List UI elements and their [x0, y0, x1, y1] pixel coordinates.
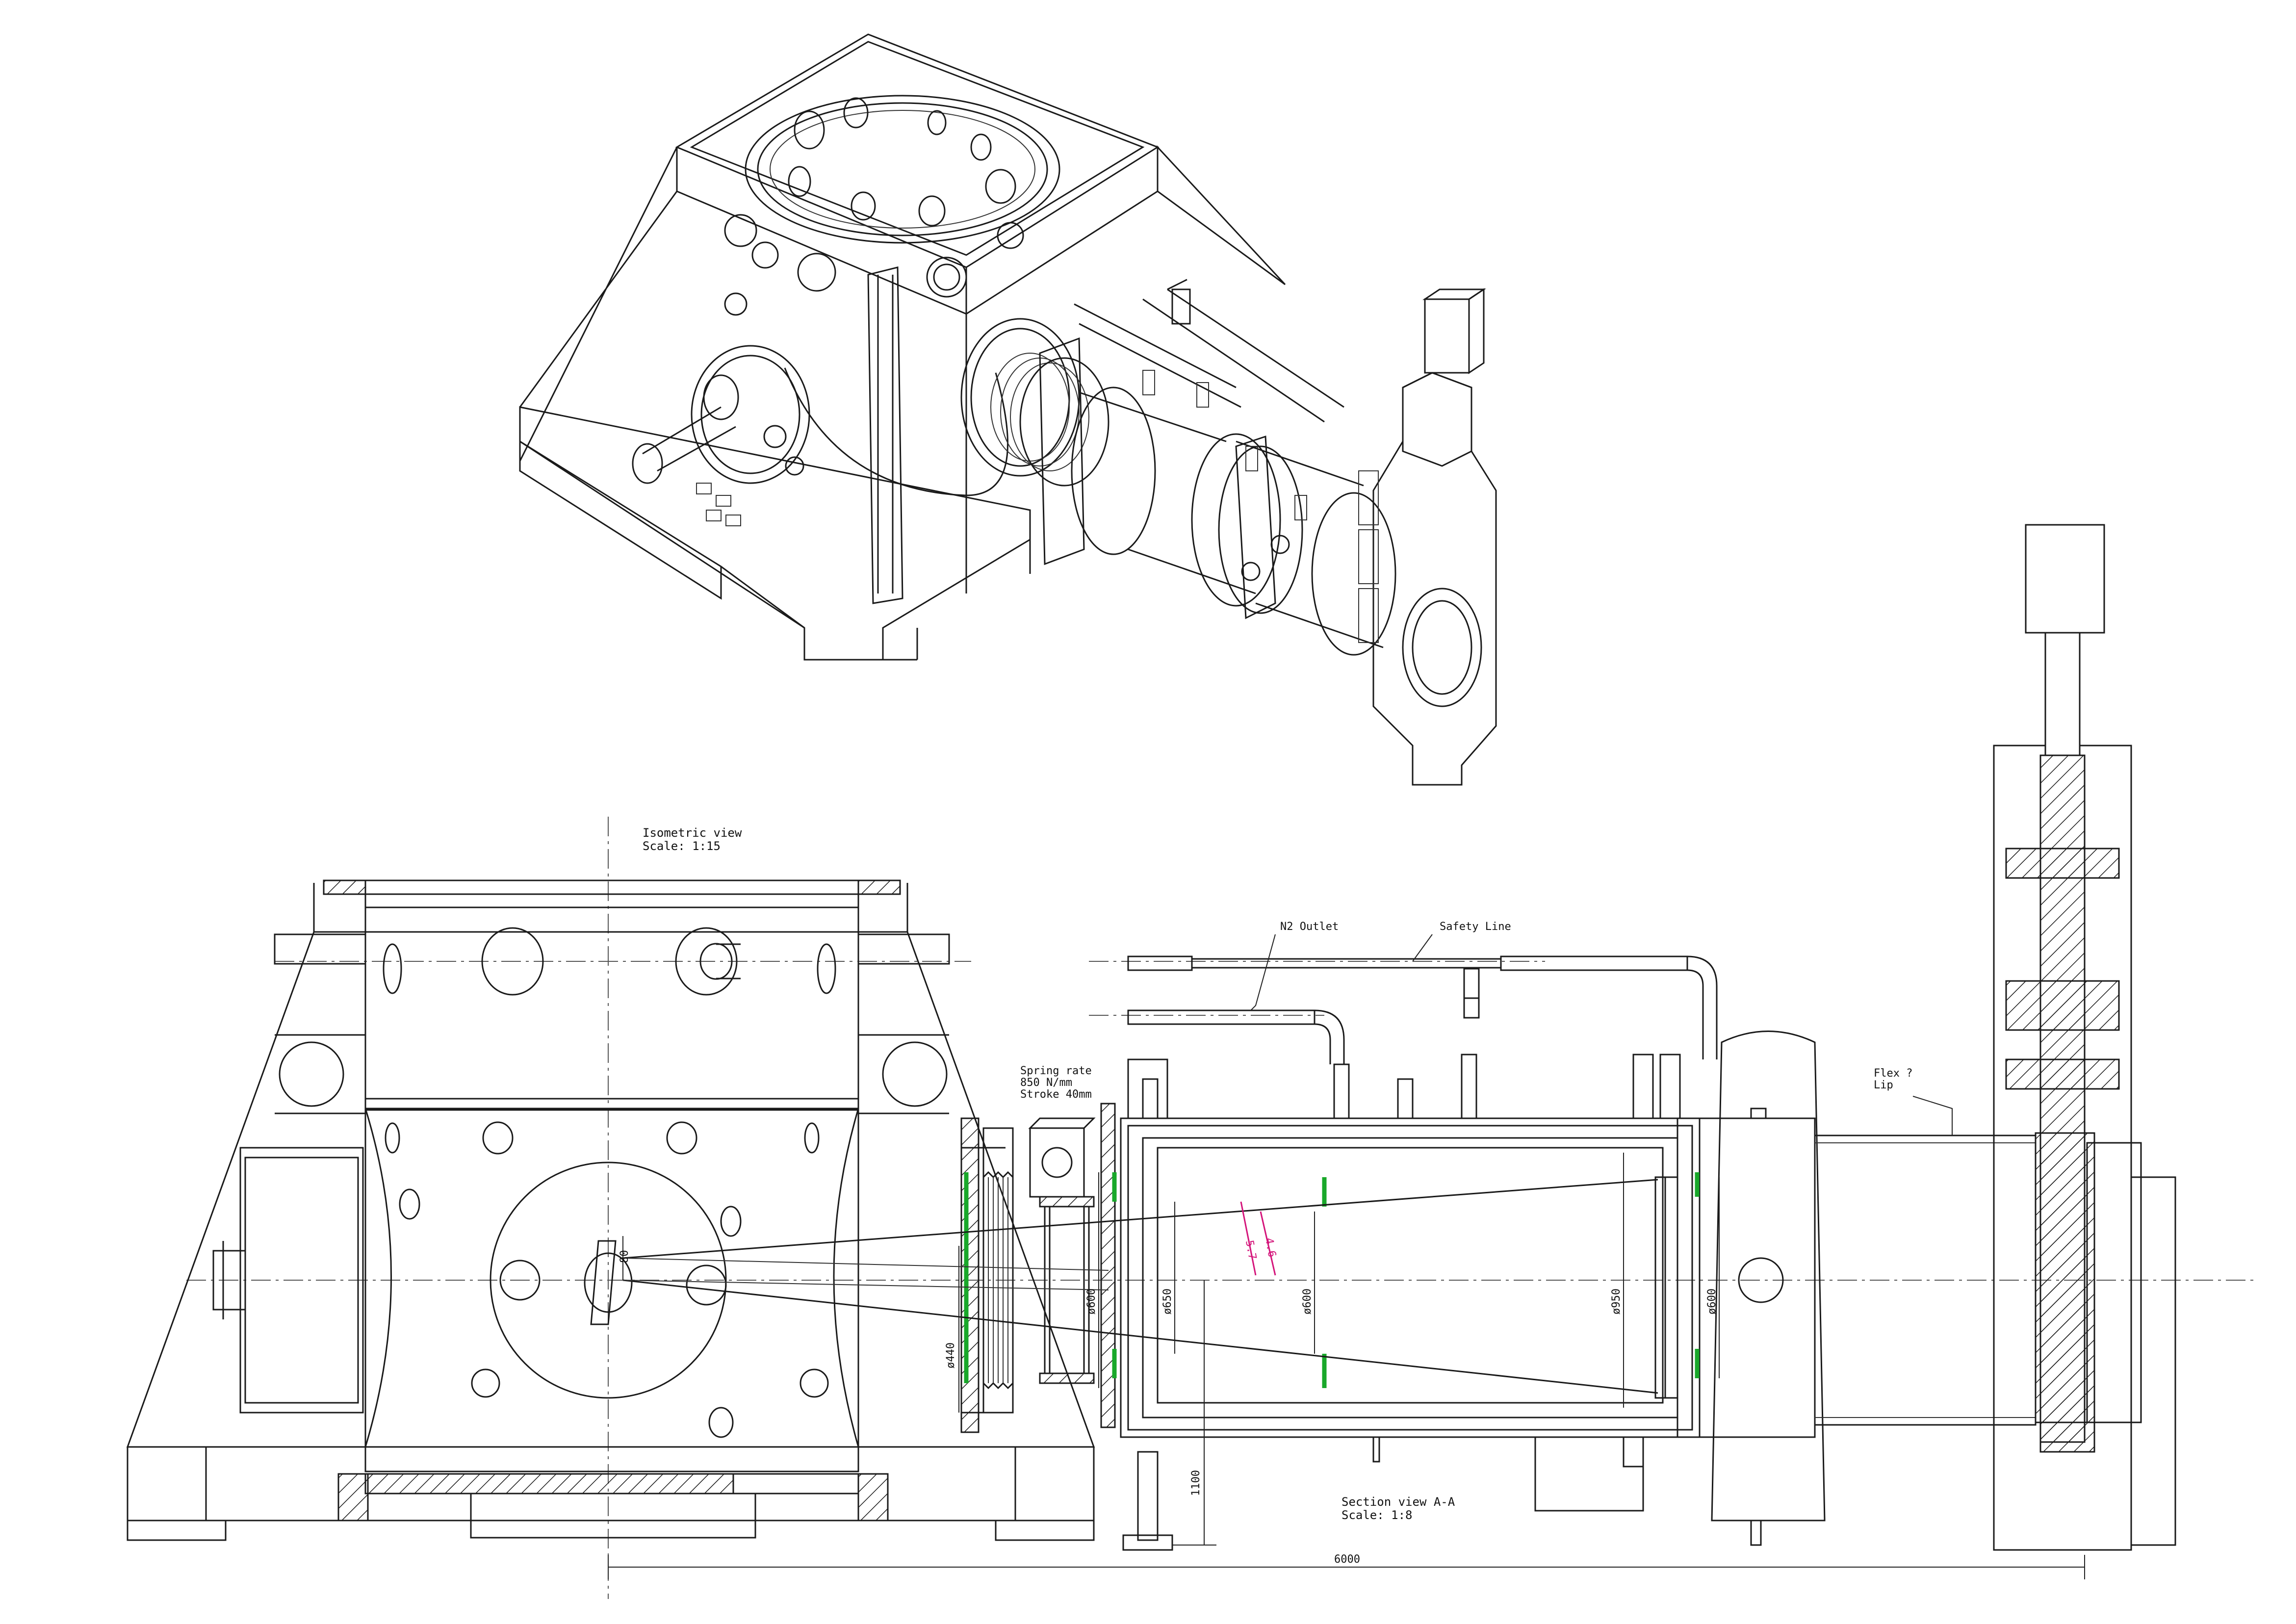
- dim-d600-left: ø600: [1085, 1289, 1098, 1315]
- section-view: [126, 524, 2256, 1599]
- dim-d600-mid: ø600: [1301, 1289, 1314, 1315]
- angle-5-7: 5.7: [1243, 1239, 1259, 1261]
- angle-4-6: 4.6: [1263, 1237, 1278, 1258]
- dim-6000: 6000: [1334, 1553, 1360, 1566]
- section-view-scale: Scale: 1:8: [1341, 1508, 1413, 1522]
- dim-d440: ø440: [945, 1342, 957, 1368]
- spring-value-label: 850 N/mm: [1020, 1077, 1072, 1089]
- dim-d650: ø650: [1161, 1289, 1174, 1315]
- isometric-view-scale: Scale: 1:15: [643, 839, 721, 853]
- flex-label: Flex ?: [1874, 1067, 1912, 1080]
- isometric-view: [519, 33, 1497, 786]
- dimensions: [608, 934, 2085, 1579]
- bellows: [982, 1171, 1014, 1390]
- dim-d950: ø950: [1610, 1289, 1623, 1315]
- section-view-title: Section view A-A: [1341, 1495, 1455, 1509]
- n2-outlet-label: N2 Outlet: [1280, 921, 1339, 933]
- stroke-label: Stroke 40mm: [1020, 1088, 1092, 1101]
- isometric-view-title: Isometric view: [643, 826, 742, 840]
- spring-rate-label: Spring rate: [1020, 1065, 1092, 1077]
- dim-1100: 1100: [1190, 1470, 1202, 1496]
- dim-80: 80: [619, 1250, 631, 1263]
- safety-line-label: Safety Line: [1440, 921, 1511, 933]
- lip-label: Lip: [1874, 1079, 1893, 1091]
- dim-d600-right: ø600: [1706, 1289, 1718, 1315]
